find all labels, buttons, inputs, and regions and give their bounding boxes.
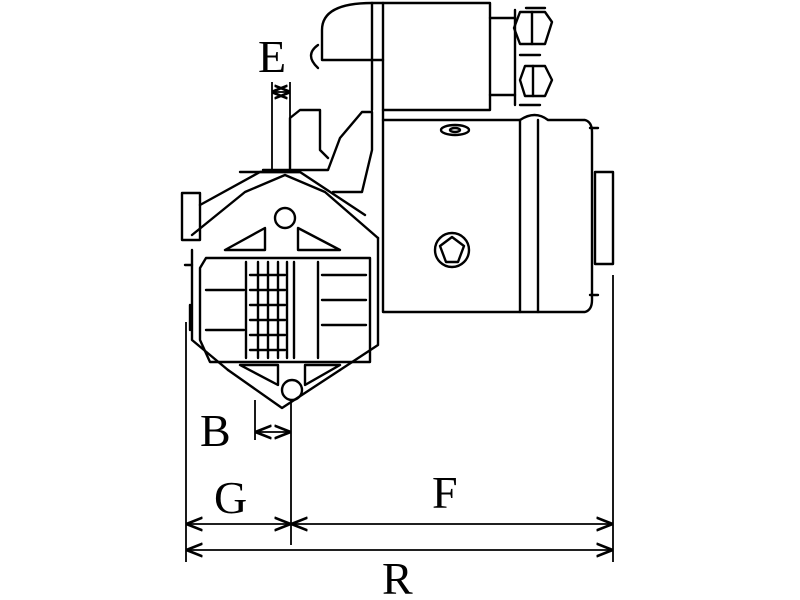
label-f: F bbox=[432, 467, 458, 518]
dimension-b bbox=[254, 400, 292, 545]
mounting-hole-bottom bbox=[280, 378, 304, 402]
gusset-triangles bbox=[223, 226, 342, 387]
terminal-stud-upper bbox=[512, 6, 554, 46]
dimension-e bbox=[271, 82, 291, 170]
solenoid bbox=[309, 1, 517, 122]
mounting-flange bbox=[180, 108, 380, 410]
label-g: G bbox=[214, 472, 247, 523]
through-bolt-head bbox=[433, 231, 471, 269]
label-e: E bbox=[258, 31, 286, 82]
pinion-gear bbox=[198, 256, 372, 364]
terminal-stud-lower bbox=[518, 53, 554, 107]
dimension-extension-lines bbox=[185, 275, 614, 562]
label-b: B bbox=[200, 405, 231, 456]
mounting-hole-top bbox=[273, 206, 297, 230]
label-r: R bbox=[382, 553, 413, 600]
motor-housing bbox=[381, 113, 615, 314]
